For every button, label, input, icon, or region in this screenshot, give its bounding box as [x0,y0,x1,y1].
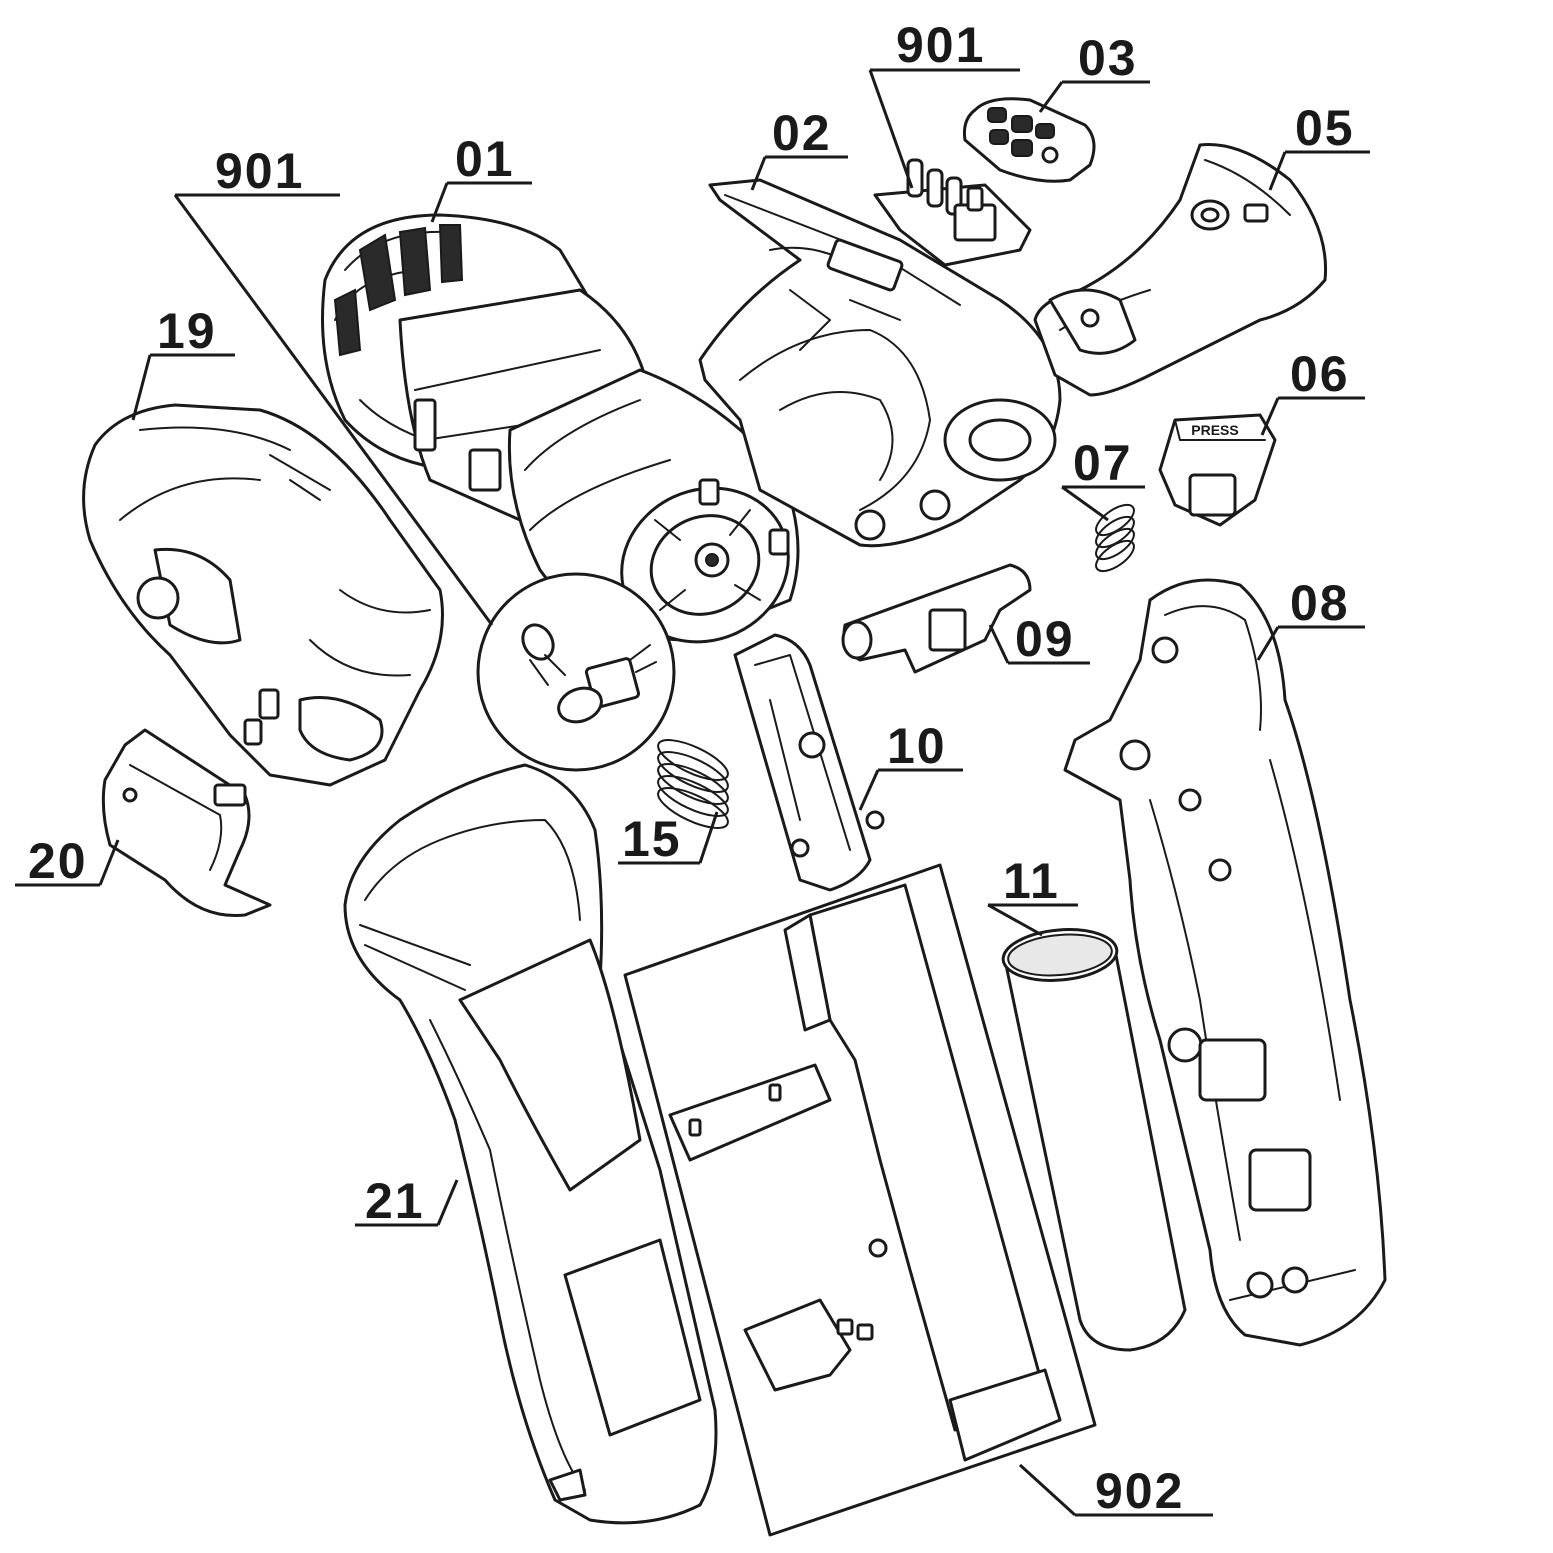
label-20: 20 [28,833,88,889]
label-15: 15 [622,811,682,867]
part-05-top-cover [1033,142,1328,397]
label-19: 19 [157,303,217,359]
part-902-main-pcb-panel [623,863,1097,1537]
part-10-switch-holder [733,633,885,892]
label-901-left: 901 [215,143,304,199]
part-11-battery-cell [1001,928,1187,1352]
part-15-large-spring [657,739,729,829]
label-07: 07 [1073,435,1133,491]
part-07-small-spring [1095,503,1135,573]
label-06: 06 [1290,346,1350,402]
part-901-detail-circle-left [476,572,676,772]
part-21-left-handle-half [343,763,718,1525]
label-02: 02 [772,105,832,161]
label-09: 09 [1015,611,1075,667]
part-20-clip [101,728,272,918]
part-01-gearbox-motor [321,213,800,644]
label-21: 21 [365,1173,425,1229]
leader-lines [15,68,1370,1517]
switch-press-marking: PRESS [1191,422,1238,438]
part-03-battery-indicator [963,97,1096,183]
label-11: 11 [1003,853,1060,909]
label-03: 03 [1078,30,1138,86]
part-19-front-cover [82,403,444,787]
part-09-bracket [841,563,1032,674]
part-901-circuit-board-top [873,158,1032,267]
label-901-top: 901 [896,17,985,73]
label-10: 10 [887,718,947,774]
part-02-upper-housing [698,178,1062,548]
label-05: 05 [1295,100,1355,156]
label-08: 08 [1290,575,1350,631]
label-01: 01 [455,131,515,187]
part-08-right-handle-half [1063,578,1387,1347]
part-number-labels: 901 03 02 05 01 901 19 06 07 08 09 10 15… [28,17,1355,1519]
label-902: 902 [1095,1463,1184,1519]
part-06-switch-button: PRESS [1158,413,1277,527]
